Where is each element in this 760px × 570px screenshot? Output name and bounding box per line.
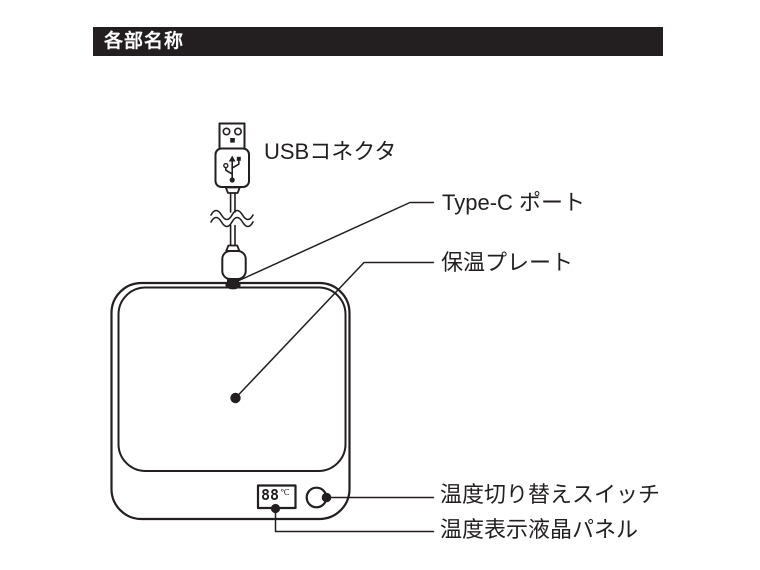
- label-heating-plate: 保温プレート: [441, 250, 574, 275]
- plate-outer-body: [110, 281, 351, 521]
- usb-plug-neck: [224, 186, 241, 194]
- usb-plug-hole-right: [234, 127, 243, 136]
- lcd-temperature-value: 88: [261, 486, 280, 504]
- cable-lower: [229, 224, 236, 247]
- usb-cable-drawing: [210, 122, 254, 290]
- lcd-readout: 88 ℃: [261, 487, 295, 505]
- lcd-celsius-unit: ℃: [280, 487, 290, 497]
- callout-leader-lines: [234, 201, 435, 533]
- label-temperature-lcd-panel: 温度表示液晶パネル: [440, 517, 639, 542]
- cable-upper: [229, 192, 236, 213]
- cable-break-mark-bottom: [210, 216, 254, 228]
- lcd-leader-line: [274, 507, 435, 533]
- type-c-plug-body: [221, 250, 247, 280]
- plate-leader-line: [234, 261, 435, 399]
- section-header-bar: 各部名称: [93, 27, 663, 56]
- usb-plug-metal: [218, 122, 246, 150]
- usb-plug-hole-left: [222, 127, 231, 136]
- label-type-c-port: Type-C ポート: [442, 190, 586, 215]
- type-c-port-marker: [225, 280, 241, 290]
- type-c-leader-line: [238, 201, 435, 282]
- usb-plug-slot: [230, 138, 235, 143]
- usb-trident-icon: [223, 155, 241, 183]
- label-usb-connector: USBコネクタ: [264, 139, 397, 164]
- label-temperature-switch: 温度切り替えスイッチ: [440, 482, 661, 507]
- cable-break-mark-top: [210, 209, 254, 221]
- warming-plate-drawing: [110, 281, 351, 521]
- section-title: 各部名称: [104, 31, 185, 52]
